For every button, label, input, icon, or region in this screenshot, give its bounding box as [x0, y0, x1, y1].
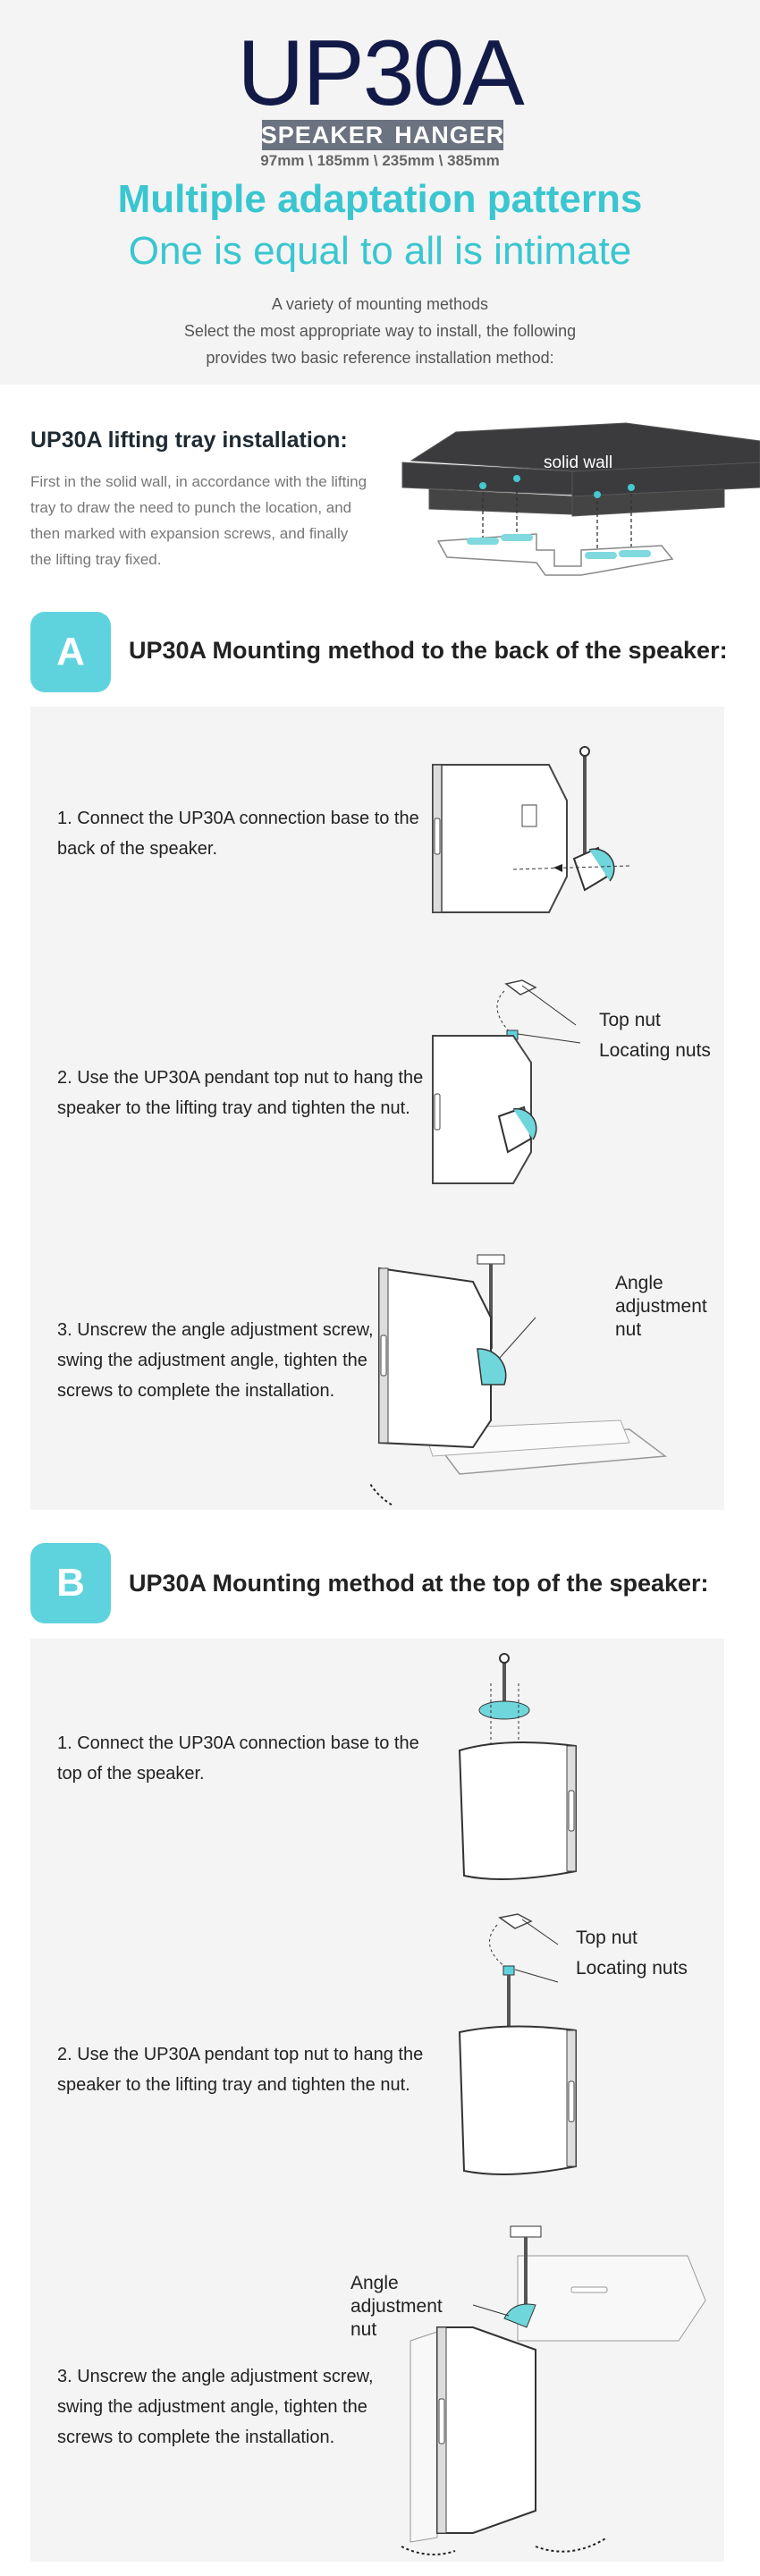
- step-card: 2. Use the UP30A pendant top nut to hang…: [30, 973, 724, 1241]
- speaker-top-hang-illustration: [458, 1913, 577, 2175]
- intro-line: Select the most appropriate way to insta…: [183, 322, 577, 340]
- section-a-badge: A: [30, 612, 111, 692]
- intro-line: provides two basic reference installatio…: [206, 349, 554, 367]
- speaker-angle-illustration: [370, 1254, 668, 1505]
- speaker-hang-illustration: [432, 979, 581, 1184]
- section-b-title: UP30A Mounting method at the top of the …: [129, 1570, 709, 1597]
- brand-title: UP30A: [237, 21, 525, 125]
- step-card: 2. Use the UP30A pendant top nut to hang…: [30, 1907, 724, 2211]
- section-a-title: UP30A Mounting method to the back of the…: [129, 637, 728, 664]
- headline-bold: Multiple adaptation patterns: [117, 177, 643, 221]
- step-text: 3. Unscrew the angle adjustment screw, s…: [57, 2367, 374, 2447]
- speaker-top-illustration: [458, 1653, 577, 1880]
- intro-text: A variety of mounting methods Select the…: [0, 291, 760, 371]
- speaker-top-angle-illustration: [401, 2225, 706, 2555]
- angle-nut-label: Angle adjustment nut: [615, 1273, 707, 1340]
- subtitle-right: HANGER: [394, 122, 505, 148]
- locating-nuts-label: Locating nuts: [599, 1040, 711, 1061]
- step-text: 1. Connect the UP30A connection base to …: [57, 1733, 419, 1784]
- wall-brick: [571, 488, 725, 517]
- headline-light: One is equal to all is intimate: [128, 229, 632, 273]
- wall-label: solid wall: [544, 453, 612, 472]
- step-card: 1. Connect the UP30A connection base to …: [30, 707, 724, 973]
- step-card: 3. Unscrew the angle adjustment screw, s…: [30, 1241, 724, 1510]
- angle-nut-label: Angle adjustment nut: [350, 2273, 443, 2340]
- hero-section: UP30A SPEAKER HANGER 97mm \ 185mm \ 235m…: [0, 0, 760, 385]
- locating-nuts-label: Locating nuts: [576, 1958, 688, 1979]
- section-b-badge: B: [30, 1543, 111, 1623]
- intro-line: A variety of mounting methods: [271, 295, 489, 313]
- tray-title: UP30A lifting tray installation:: [30, 428, 348, 453]
- step-card: 3. Unscrew the angle adjustment screw, s…: [30, 2211, 724, 2562]
- lifting-tray-illustration: solid wall: [401, 422, 760, 576]
- step-text: 2. Use the UP30A pendant top nut to hang…: [57, 1068, 424, 1118]
- wall-brick: [410, 422, 760, 472]
- speaker-back-illustration: [432, 746, 630, 913]
- step-card: 1. Connect the UP30A connection base to …: [30, 1639, 724, 1907]
- top-nut-label: Top nut: [599, 1010, 661, 1030]
- step-text: 1. Connect the UP30A connection base to …: [57, 809, 419, 859]
- top-nut-label: Top nut: [576, 1928, 638, 1948]
- tray-description: First in the solid wall, in accordance w…: [30, 473, 367, 568]
- step-text: 2. Use the UP30A pendant top nut to hang…: [57, 2045, 424, 2095]
- subtitle-bar: SPEAKER HANGER: [260, 120, 505, 150]
- subtitle-left: SPEAKER: [260, 122, 384, 148]
- step-text: 3. Unscrew the angle adjustment screw, s…: [57, 1320, 374, 1401]
- wall-brick: [571, 462, 760, 497]
- dimensions-text: 97mm \ 185mm \ 235mm \ 385mm: [260, 152, 500, 169]
